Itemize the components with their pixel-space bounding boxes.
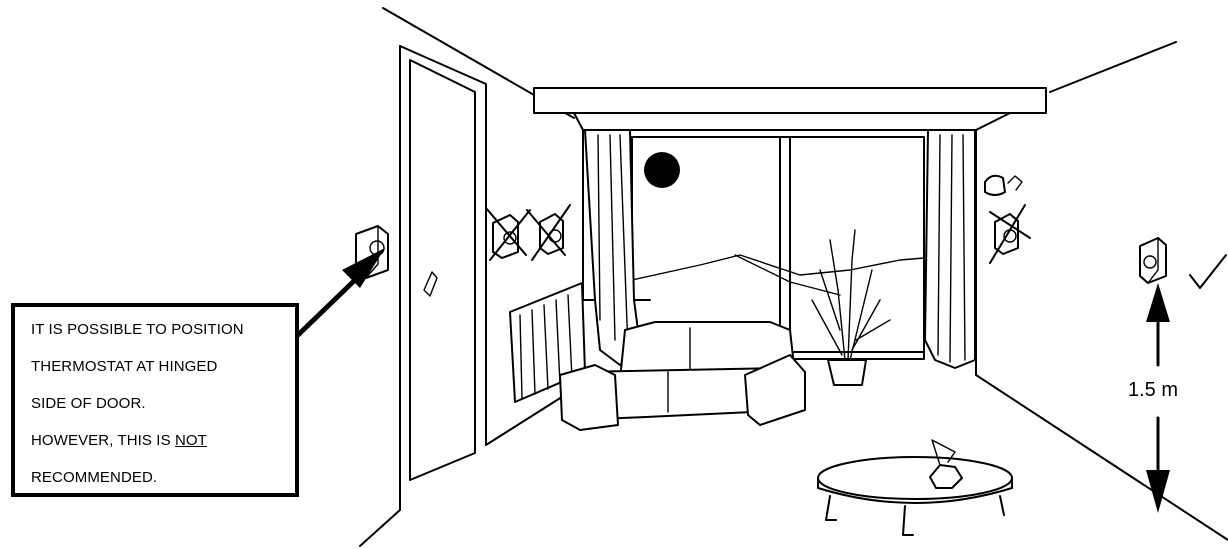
note-line-3: SIDE OF DOOR. — [31, 395, 146, 412]
sofa — [560, 322, 805, 430]
note-line-1: IT IS POSSIBLE TO POSITION — [31, 321, 244, 338]
coffee-table — [818, 440, 1012, 535]
pointer-arrow — [298, 248, 385, 335]
height-label: 1.5 m — [1128, 377, 1178, 404]
note-line-2: THERMOSTAT AT HINGED — [31, 358, 217, 375]
check-mark-icon — [1190, 255, 1226, 288]
sun-icon — [644, 152, 680, 188]
curtain-right — [925, 130, 975, 368]
cross-out-icon — [990, 205, 1030, 263]
door-handle — [424, 272, 437, 296]
note-line-5: RECOMMENDED. — [31, 469, 157, 486]
note-emphasis-not: NOT — [175, 432, 207, 449]
thermostat-recommended — [1140, 238, 1166, 283]
ceiling-beam — [534, 88, 1046, 130]
note-line-4: HOWEVER, THIS IS NOT — [31, 432, 207, 449]
wall-lamp — [985, 176, 1022, 195]
note-box: IT IS POSSIBLE TO POSITION THERMOSTAT AT… — [11, 303, 299, 497]
cross-out-icon — [527, 205, 570, 260]
cross-out-icon — [486, 208, 530, 260]
note-line-4-text: HOWEVER, THIS IS — [31, 432, 175, 449]
potted-plant — [812, 230, 890, 385]
door — [400, 46, 486, 510]
